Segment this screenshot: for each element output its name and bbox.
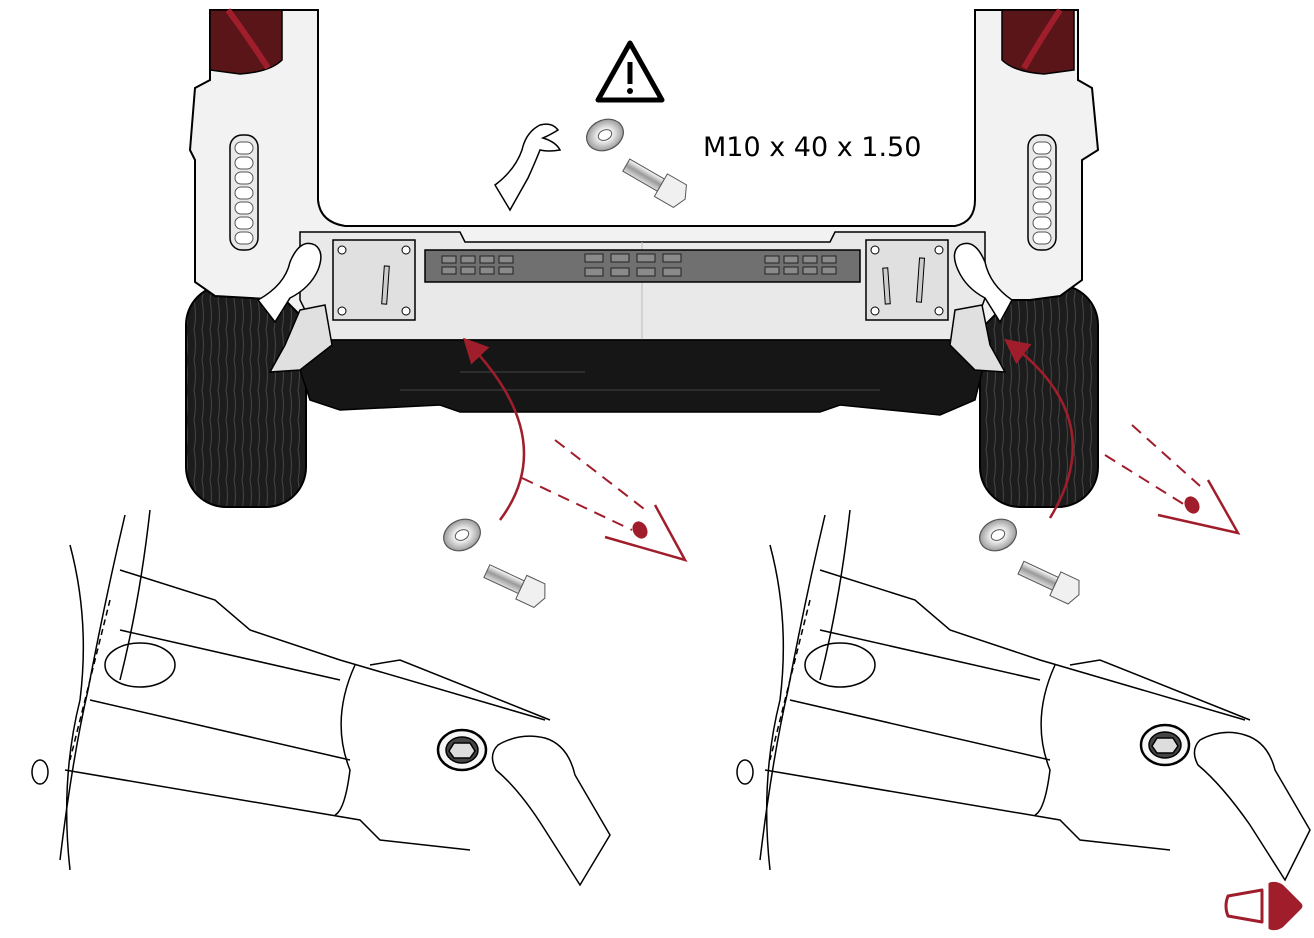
right-mudflap [949,304,1007,373]
detail-view-left [31,509,611,887]
back-arrow-icon[interactable] [1222,884,1270,932]
warning-triangle-icon [595,40,665,103]
install-arrow-left [463,337,526,521]
left-taillight [209,9,283,75]
bolt-icon [622,158,687,208]
left-reflector [229,134,259,251]
bolt-icon-right-detail [1017,560,1080,605]
detail-hand-right [1193,731,1311,882]
step-grille [424,249,861,283]
fastener-spec-label: M10 x 40 x 1.50 [703,132,922,163]
install-arrow-right [1004,338,1074,519]
underbody [288,339,991,416]
nut-fastener-left [436,728,488,772]
eye-view-icon-right [1104,424,1241,535]
left-wheel [185,284,307,508]
washer-icon-left-detail [443,518,481,552]
nut-fastener-right [1139,723,1191,767]
eye-view-icon-left [521,439,688,563]
hand-holding-icon [494,123,562,212]
van-rear-view [185,8,1100,508]
washer-icon [586,118,624,152]
detail-view-right [736,509,1311,882]
detail-hand-left [491,735,611,887]
right-reflector [1027,134,1057,251]
bolt-icon-left-detail [483,564,546,608]
left-hand [256,242,322,324]
right-hand [953,242,1013,324]
right-mounting-plate [865,239,949,321]
washer-icon-right-detail [979,518,1017,552]
left-mudflap [268,304,333,373]
next-arrow-icon[interactable] [1266,880,1306,936]
left-mounting-plate [332,239,416,321]
